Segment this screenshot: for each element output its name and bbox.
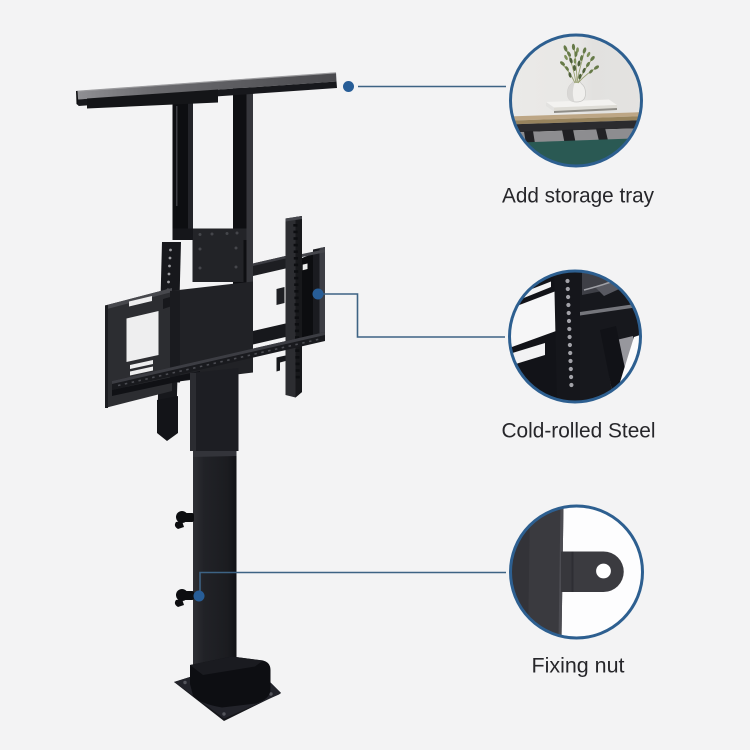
svg-text:Cold-rolled Steel: Cold-rolled Steel	[502, 420, 656, 443]
svg-text:Add storage tray: Add storage tray	[502, 185, 654, 208]
svg-text:Fixing nut: Fixing nut	[532, 655, 625, 678]
